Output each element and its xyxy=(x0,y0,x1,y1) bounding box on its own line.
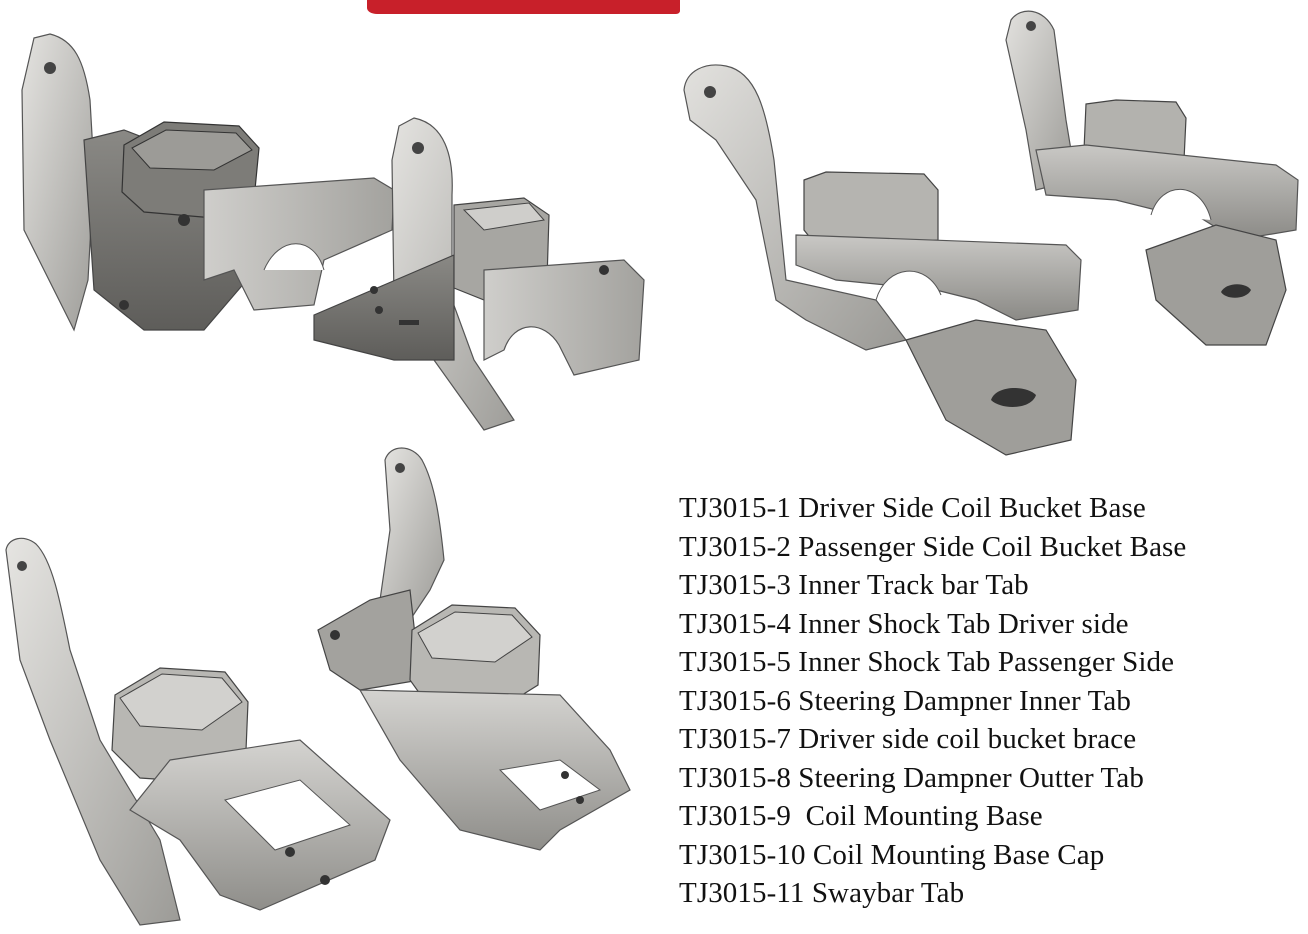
coil-bucket-brackets-pair-render xyxy=(14,30,654,440)
coil-bucket-brackets-top-view-render xyxy=(0,440,660,934)
part-item-4: TJ3015-4 Inner Shock Tab Driver side xyxy=(679,607,1129,640)
part-item-1: TJ3015-1 Driver Side Coil Bucket Base xyxy=(679,492,1146,524)
part-item-6: TJ3015-6 Steering Dampner Inner Tab xyxy=(679,684,1131,717)
part-item-9: TJ3015-9 Coil Mounting Base xyxy=(679,800,1043,832)
part-item-5: TJ3015-5 Inner Shock Tab Passenger Side xyxy=(679,646,1175,678)
part-item-11: TJ3015-11 Swaybar Tab xyxy=(679,877,965,909)
part-item-7: TJ3015-7 Driver side coil bucket brace xyxy=(679,723,1137,755)
part-item-10: TJ3015-10 Coil Mounting Base Cap xyxy=(679,838,1105,871)
part-item-2: TJ3015-2 Passenger Side Coil Bucket Base xyxy=(679,530,1187,563)
parts-list: TJ3015-1 Driver Side Coil Bucket Base TJ… xyxy=(679,489,1186,913)
coil-bucket-brackets-rear-view-render xyxy=(676,0,1308,470)
part-item-8: TJ3015-8 Steering Dampner Outter Tab xyxy=(679,761,1144,794)
part-item-3: TJ3015-3 Inner Track bar Tab xyxy=(679,569,1029,601)
red-banner-strip xyxy=(367,0,680,14)
